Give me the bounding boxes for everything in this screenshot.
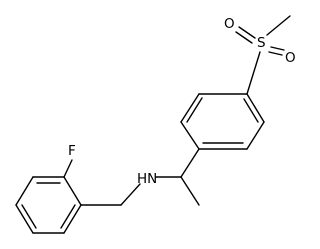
fluorine-label: F xyxy=(68,143,76,159)
sulfur-oxygen-bottom-bond-2 xyxy=(268,51,283,56)
ring2-double-bond-b xyxy=(243,98,259,123)
ring2-double-bond-a xyxy=(186,97,203,123)
methylsulfonylphenyl-ring xyxy=(180,93,265,150)
ring-to-sulfur-bond xyxy=(246,51,261,95)
ch2-to-nitrogen-bond xyxy=(120,183,141,206)
ring1-double-bond-c xyxy=(21,204,37,229)
ch-to-ring-bond xyxy=(180,148,200,178)
sulfur-oxygen-bottom-bond-1 xyxy=(270,46,285,51)
sulfur-to-methyl-bond xyxy=(266,15,291,36)
ring2-bond-5 xyxy=(246,121,265,150)
fluorophenyl-ring xyxy=(15,176,82,234)
ring2-bond-4 xyxy=(246,93,265,123)
sulfur-label: S xyxy=(257,35,266,51)
ring2-bond-1 xyxy=(180,121,200,150)
ring1-double-bond-b xyxy=(60,204,76,229)
chemical-structure-diagram: F HN S O O xyxy=(15,15,296,234)
ring1-bond-5 xyxy=(15,204,34,234)
sulfur-oxygen-top-bond-1 xyxy=(238,26,256,39)
carbon-fluorine-bond xyxy=(63,159,73,178)
ring1-bond-6 xyxy=(15,176,34,206)
sulfur-oxygen-top-bond-2 xyxy=(235,31,253,44)
ring1-bond-3 xyxy=(63,204,82,234)
oxygen-bottom-label: O xyxy=(285,50,296,66)
ch-to-methyl-bond xyxy=(180,176,200,206)
oxygen-top-label: O xyxy=(224,16,235,32)
amine-label: HN xyxy=(137,171,157,187)
ring2-bond-2 xyxy=(180,93,200,123)
ring1-bond-2 xyxy=(63,176,82,206)
